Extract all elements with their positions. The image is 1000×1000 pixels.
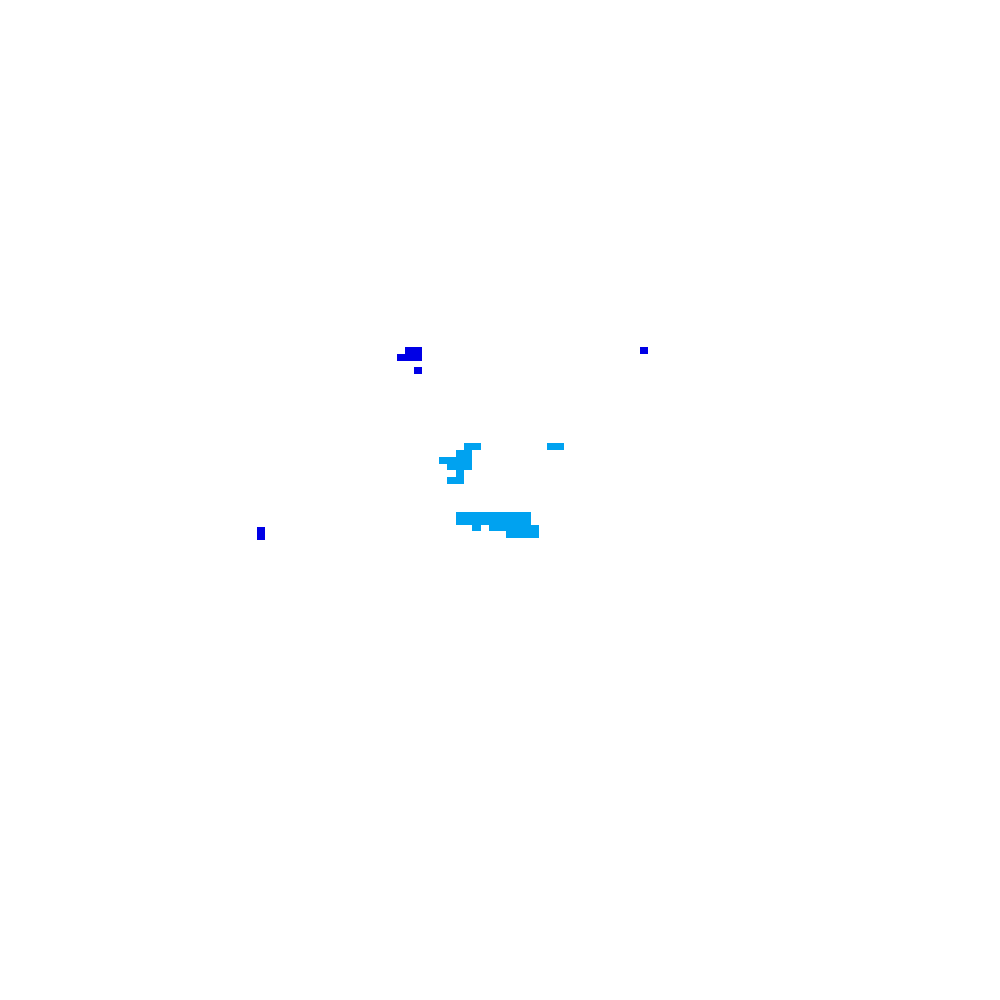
light-blue-cluster-center bbox=[439, 443, 481, 484]
dark-blue-dot-upper-right bbox=[640, 347, 648, 354]
light-blue-cluster-center-pixel bbox=[456, 450, 472, 457]
light-blue-cluster-center-pixel bbox=[464, 443, 481, 450]
dark-blue-blob-upper-left bbox=[397, 347, 422, 374]
light-blue-bar-lower-pixel bbox=[456, 519, 531, 525]
light-blue-cluster-center-pixel bbox=[447, 464, 472, 470]
light-blue-dash-right-pixel bbox=[547, 443, 564, 450]
dark-blue-dot-upper-right-pixel bbox=[640, 347, 648, 354]
dark-blue-blob-upper-left-pixel bbox=[414, 367, 422, 374]
dark-blue-dot-lower-left-pixel bbox=[257, 527, 265, 540]
light-blue-cluster-center-pixel bbox=[439, 457, 472, 464]
light-blue-bar-lower-pixel bbox=[506, 531, 539, 538]
light-blue-cluster-center-pixel bbox=[447, 477, 464, 484]
light-blue-dash-right bbox=[547, 443, 564, 450]
dark-blue-blob-upper-left-pixel bbox=[405, 347, 422, 354]
dark-blue-dot-lower-left bbox=[257, 527, 265, 540]
light-blue-bar-lower bbox=[456, 512, 539, 538]
light-blue-bar-lower-pixel bbox=[489, 525, 539, 531]
light-blue-bar-lower-pixel bbox=[456, 512, 531, 519]
light-blue-cluster-center-pixel bbox=[456, 470, 464, 477]
light-blue-bar-lower-pixel bbox=[472, 525, 481, 531]
dark-blue-blob-upper-left-pixel bbox=[397, 354, 422, 361]
